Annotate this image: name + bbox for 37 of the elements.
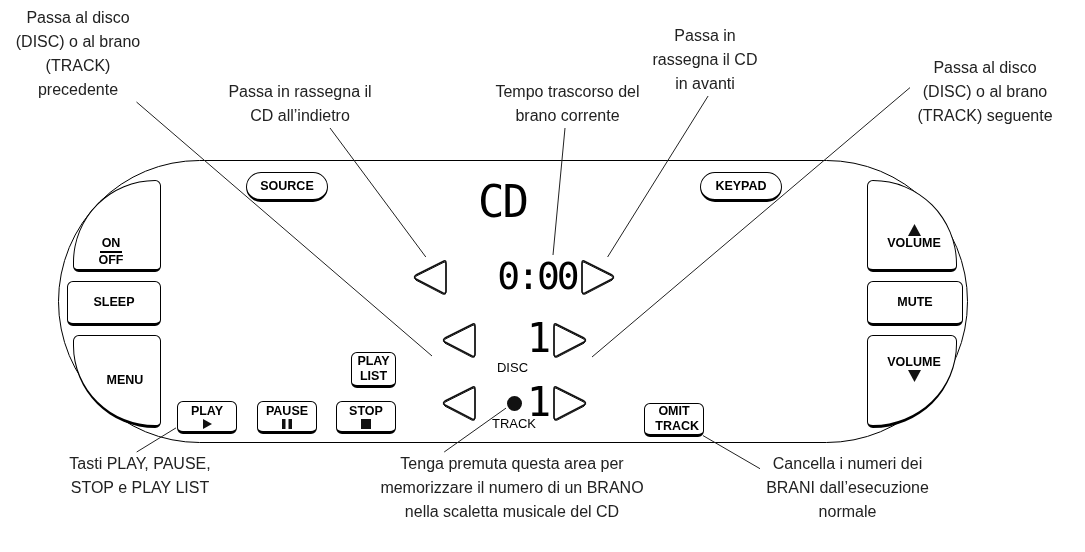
indicator-label: DISC [495, 359, 530, 374]
leader-line [607, 95, 709, 258]
leader-line [702, 435, 761, 470]
callout-text: Passa al disco (DISC) o al brano (TRACK) precedente [8, 6, 148, 102]
callout-text: Tenga premuta questa area per memorizzare il numero di un BRANO nella scaletta musicale del CD [362, 452, 662, 524]
callout-text: Tasti PLAY, PAUSE, STOP e PLAY LIST [60, 452, 220, 500]
device-button: MUTE [867, 281, 963, 326]
right-arrow-button [581, 258, 616, 296]
left-arrow-button [441, 384, 476, 422]
left-arrow-button [412, 258, 447, 296]
leader-line [443, 407, 507, 453]
lcd-text: CD [478, 180, 528, 225]
lcd-digit: 1 [527, 318, 547, 358]
device-button: SLEEP [67, 281, 161, 326]
device-button: ON OFF [73, 180, 161, 272]
device-button: SOURCE [246, 172, 328, 202]
device-button: VOLUME [867, 335, 957, 428]
device-button: MENU [73, 335, 161, 428]
right-arrow-button [553, 321, 588, 359]
right-arrow-button [553, 384, 588, 422]
leader-line [591, 87, 911, 358]
device-button: VOLUME [867, 180, 957, 272]
callout-text: Passa al disco (DISC) o al brano (TRACK) seguente [910, 56, 1060, 128]
device-button: PAUSE [257, 401, 317, 434]
leader-line [136, 101, 433, 357]
device-button: PLAY [177, 401, 237, 434]
callout-text: Passa in rassegna il CD all’indietro [225, 80, 375, 128]
left-arrow-button [441, 321, 476, 359]
leader-line [329, 127, 427, 258]
device-button: PLAY LIST [351, 352, 396, 388]
leader-line [552, 127, 566, 256]
device-button: STOP [336, 401, 396, 434]
device-button: OMIT TRACK [644, 403, 704, 437]
device-button: KEYPAD [700, 172, 782, 202]
time-display: 0:00 [495, 256, 579, 296]
leader-line [136, 427, 177, 453]
callout-text: Cancella i numeri dei BRANI dall’esecuzione normale [760, 452, 935, 524]
